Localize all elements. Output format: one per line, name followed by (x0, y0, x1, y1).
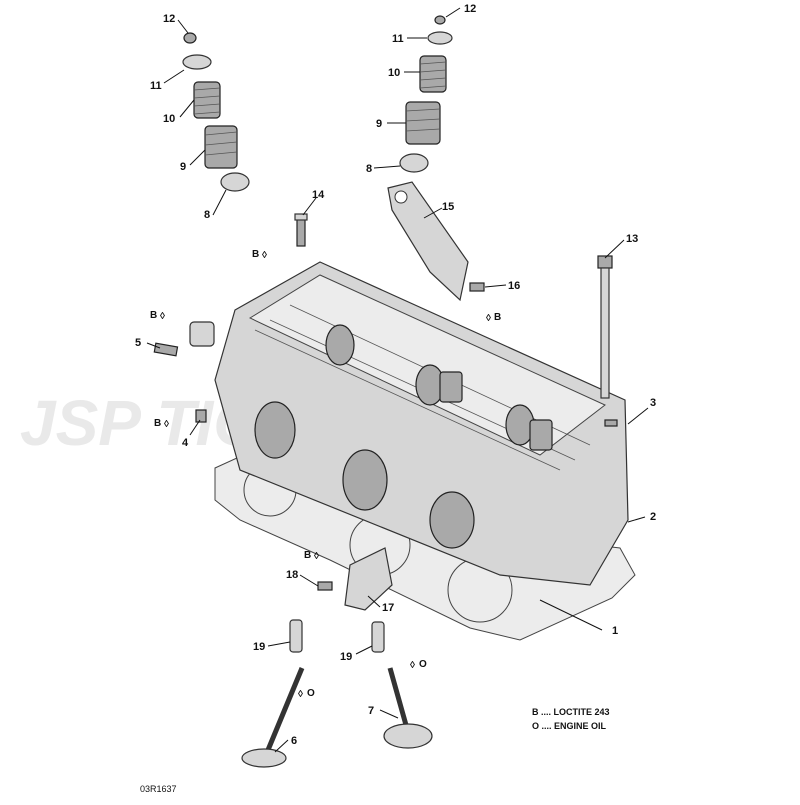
callout-11-right: 11 (392, 33, 404, 45)
callout-7: 7 (368, 705, 374, 717)
callout-13: 13 (626, 233, 638, 245)
loctite-marker-18: B (304, 550, 311, 561)
callout-9-left: 9 (180, 161, 186, 173)
callout-12-left: 12 (163, 13, 175, 25)
drop-icon: ◊ (164, 419, 169, 430)
leader-lines (146, 7, 649, 753)
exhaust-valve (241, 667, 305, 768)
valve-train-left (182, 32, 250, 192)
application-markers: B ◊ B ◊ B ◊ ◊ B B ◊ ◊ O ◊ O (150, 249, 501, 700)
legend-engine-oil: O .... ENGINE OIL (532, 721, 607, 731)
callout-1: 1 (612, 625, 618, 637)
callout-12-right: 12 (464, 3, 476, 15)
head-bolt (597, 255, 613, 399)
callout-14: 14 (312, 189, 325, 201)
callout-18: 18 (286, 569, 298, 581)
valve-guide-left (289, 619, 303, 653)
screw-4 (195, 409, 207, 423)
callout-17: 17 (382, 602, 394, 614)
loctite-marker-16: B (494, 312, 501, 323)
callouts: 1 2 3 4 5 6 7 8 8 9 9 10 10 11 11 12 12 … (135, 3, 656, 747)
side-plug (153, 321, 215, 357)
drop-icon: ◊ (486, 313, 491, 324)
support-bracket (344, 547, 393, 611)
callout-10-left: 10 (163, 113, 175, 125)
loctite-marker-14: B (252, 249, 259, 260)
dowel-pin (604, 419, 618, 427)
valve-guide-right (371, 621, 385, 653)
legend: B .... LOCTITE 243 O .... ENGINE OIL (532, 707, 610, 731)
drop-icon: ◊ (410, 660, 415, 671)
callout-4: 4 (182, 437, 189, 449)
screw-18 (317, 581, 333, 591)
lifting-bracket (387, 181, 469, 302)
callout-9-right: 9 (376, 118, 382, 130)
callout-8-right: 8 (366, 163, 372, 175)
drop-icon: ◊ (262, 250, 267, 261)
loctite-marker-5: B (150, 310, 157, 321)
loctite-marker-4: B (154, 418, 161, 429)
oil-marker-6: O (307, 688, 315, 699)
callout-8-left: 8 (204, 209, 210, 221)
callout-11-left: 11 (150, 80, 162, 92)
drop-icon: ◊ (160, 311, 165, 322)
callout-6: 6 (291, 735, 297, 747)
oil-marker-7: O (419, 659, 427, 670)
bolt-14 (294, 213, 308, 247)
callout-3: 3 (650, 397, 656, 409)
callout-19-right: 19 (340, 651, 352, 663)
intake-valve (383, 667, 433, 749)
callout-5: 5 (135, 337, 141, 349)
callout-10-right: 10 (388, 67, 400, 79)
bolt-16 (469, 282, 485, 292)
callout-15: 15 (442, 201, 454, 213)
callout-16: 16 (508, 280, 520, 292)
diagram-reference: 03R1637 (140, 784, 177, 794)
legend-loctite: B .... LOCTITE 243 (532, 707, 610, 717)
callout-2: 2 (650, 511, 656, 523)
callout-19-left: 19 (253, 641, 265, 653)
valve-train-right (399, 15, 453, 173)
cylinder-head (214, 261, 629, 586)
drop-icon: ◊ (298, 689, 303, 700)
drop-icon: ◊ (314, 551, 319, 562)
